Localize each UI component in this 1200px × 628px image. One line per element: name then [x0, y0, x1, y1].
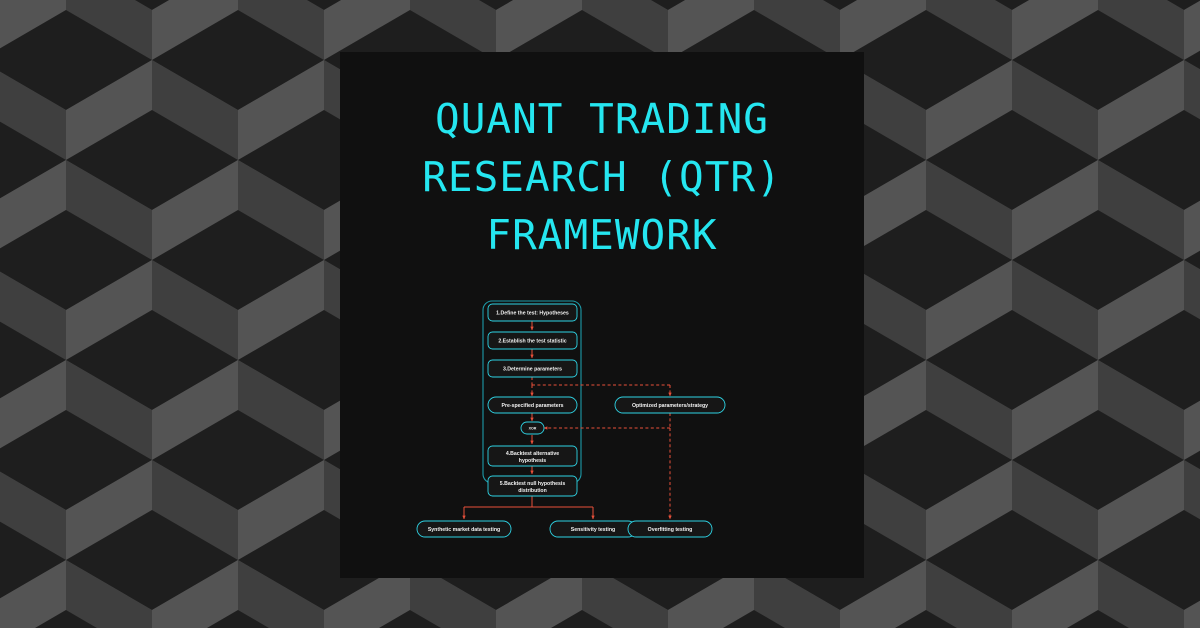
node-label: 2.Establish the test statistic [498, 338, 566, 344]
node-label-line2: distribution [518, 488, 547, 494]
node-pre-specified-parameters[interactable]: Pre-specified parameters [487, 396, 578, 414]
node-label: Sensitivity testing [571, 527, 615, 533]
node-label-line1: 4.Backtest alternative [506, 451, 559, 457]
node-label-line1: 5.Backtest null hypothesis [500, 481, 566, 487]
node-label: XOR [529, 426, 537, 430]
node-define-the-test[interactable]: 1.Define the test: Hypotheses [487, 303, 578, 322]
node-determine-parameters[interactable]: 3.Determine parameters [487, 359, 578, 378]
node-xor-gate[interactable]: XOR [520, 421, 545, 435]
content-panel: QUANT TRADING RESEARCH (QTR) FRAMEWORK [340, 52, 864, 578]
node-synthetic-market-data-testing[interactable]: Synthetic market data testing [416, 520, 512, 538]
node-optimized-parameters-strategy[interactable]: Optimized parameters/strategy [614, 396, 726, 414]
node-sensitivity-testing[interactable]: Sensitivity testing [549, 520, 637, 538]
page-title: QUANT TRADING RESEARCH (QTR) FRAMEWORK [422, 95, 782, 259]
node-label: Pre-specified parameters [502, 403, 564, 409]
node-label: Overfitting testing [648, 527, 693, 533]
node-backtest-alternative-hypothesis[interactable]: 4.Backtest alternative hypothesis [487, 445, 578, 467]
node-label-line2: hypothesis [519, 458, 546, 464]
node-label: 3.Determine parameters [503, 366, 562, 372]
node-label: Optimized parameters/strategy [632, 403, 708, 409]
node-backtest-null-hypothesis-distribution[interactable]: 5.Backtest null hypothesis distribution [487, 475, 578, 497]
node-label: 1.Define the test: Hypotheses [496, 310, 569, 316]
qtr-flowchart: 1.Define the test: Hypotheses 2.Establis… [416, 297, 755, 552]
node-establish-test-statistic[interactable]: 2.Establish the test statistic [487, 331, 578, 350]
node-label: Synthetic market data testing [428, 527, 500, 533]
node-overfitting-testing[interactable]: Overfitting testing [627, 520, 713, 538]
